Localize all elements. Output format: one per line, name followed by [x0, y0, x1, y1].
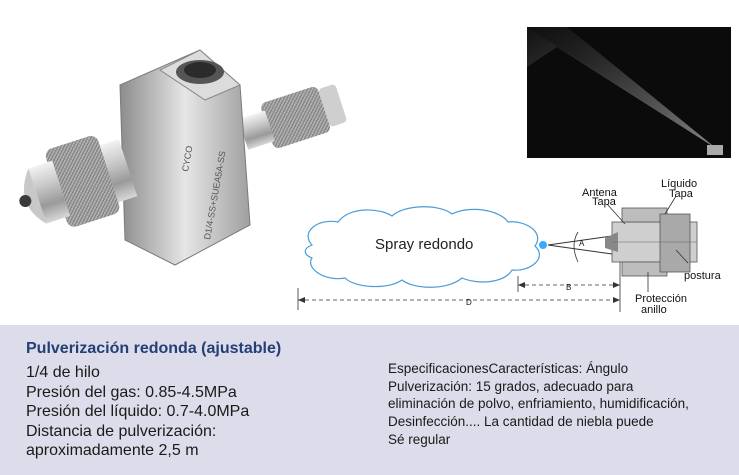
spray-diagram	[297, 195, 698, 312]
specs-title: Pulverización redonda (ajustable)	[26, 340, 282, 357]
spec-text-line: Desinfección.... La cantidad de niebla p…	[388, 414, 654, 430]
spec-line: Presión del líquido: 0.7-4.0MPa	[26, 403, 250, 420]
spec-text-line: Pulverización: 15 grados, adecuado para	[388, 378, 634, 394]
label-tapa-left: Tapa	[592, 196, 616, 208]
spec-text-line: eliminación de polvo, enfriamiento, humi…	[388, 396, 689, 412]
spec-text-line: EspecificacionesCaracterísticas: Ángulo	[388, 361, 629, 376]
label-dim-b: B	[566, 283, 572, 292]
specs-left-list: 1/4 de hilo Presión del gas: 0.85-4.5MPa…	[26, 363, 249, 461]
spray-photo	[527, 27, 731, 158]
label-anillo: anillo	[641, 304, 667, 316]
specs-right-text: EspecificacionesCaracterísticas: Ángulo …	[388, 360, 733, 449]
product-illustration-area: CYCO D1/4-SS+SUEA5A-SS	[19, 27, 731, 316]
label-spray-redondo: Spray redondo	[375, 236, 474, 253]
spec-line: aproximadamente 2,5 m	[26, 442, 199, 459]
spec-line: Distancia de pulverización:	[26, 422, 217, 440]
specs-panel	[0, 325, 739, 475]
engraving-line-1: CYCO	[180, 145, 194, 172]
label-proteccion: Protección	[635, 293, 687, 305]
label-tapa-right: Tapa	[669, 188, 693, 200]
label-antena: Antena	[582, 187, 617, 199]
label-dim-d: D	[466, 298, 472, 307]
label-postura: postura	[684, 270, 721, 282]
spray-point	[539, 241, 547, 249]
spec-text-line: Sé regular	[388, 431, 451, 447]
nozzle-product-image: CYCO D1/4-SS+SUEA5A-SS	[19, 49, 347, 266]
label-dim-a: A	[579, 239, 585, 248]
spec-line: Presión del gas: 0.85-4.5MPa	[26, 383, 237, 401]
spec-line: 1/4 de hilo	[26, 364, 100, 381]
spray-cloud	[304, 206, 541, 288]
label-liquido: Líquido	[661, 178, 698, 190]
